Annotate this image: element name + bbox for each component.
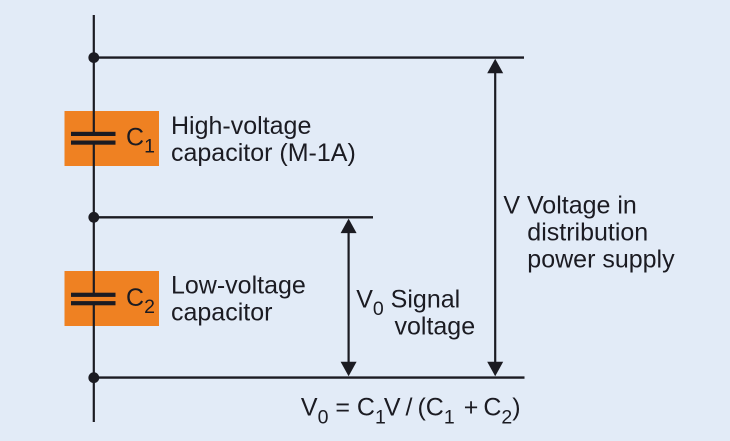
svg-text:power supply: power supply bbox=[527, 245, 675, 273]
svg-text:High-voltage: High-voltage bbox=[171, 112, 311, 140]
svg-text:distribution: distribution bbox=[527, 218, 648, 246]
svg-text:capacitor: capacitor bbox=[171, 298, 272, 326]
svg-text:voltage: voltage bbox=[395, 313, 476, 341]
svg-text:V Voltage in: V Voltage in bbox=[503, 191, 636, 219]
svg-text:capacitor (M-1A): capacitor (M-1A) bbox=[171, 139, 356, 167]
svg-text:Low-voltage: Low-voltage bbox=[171, 271, 306, 299]
